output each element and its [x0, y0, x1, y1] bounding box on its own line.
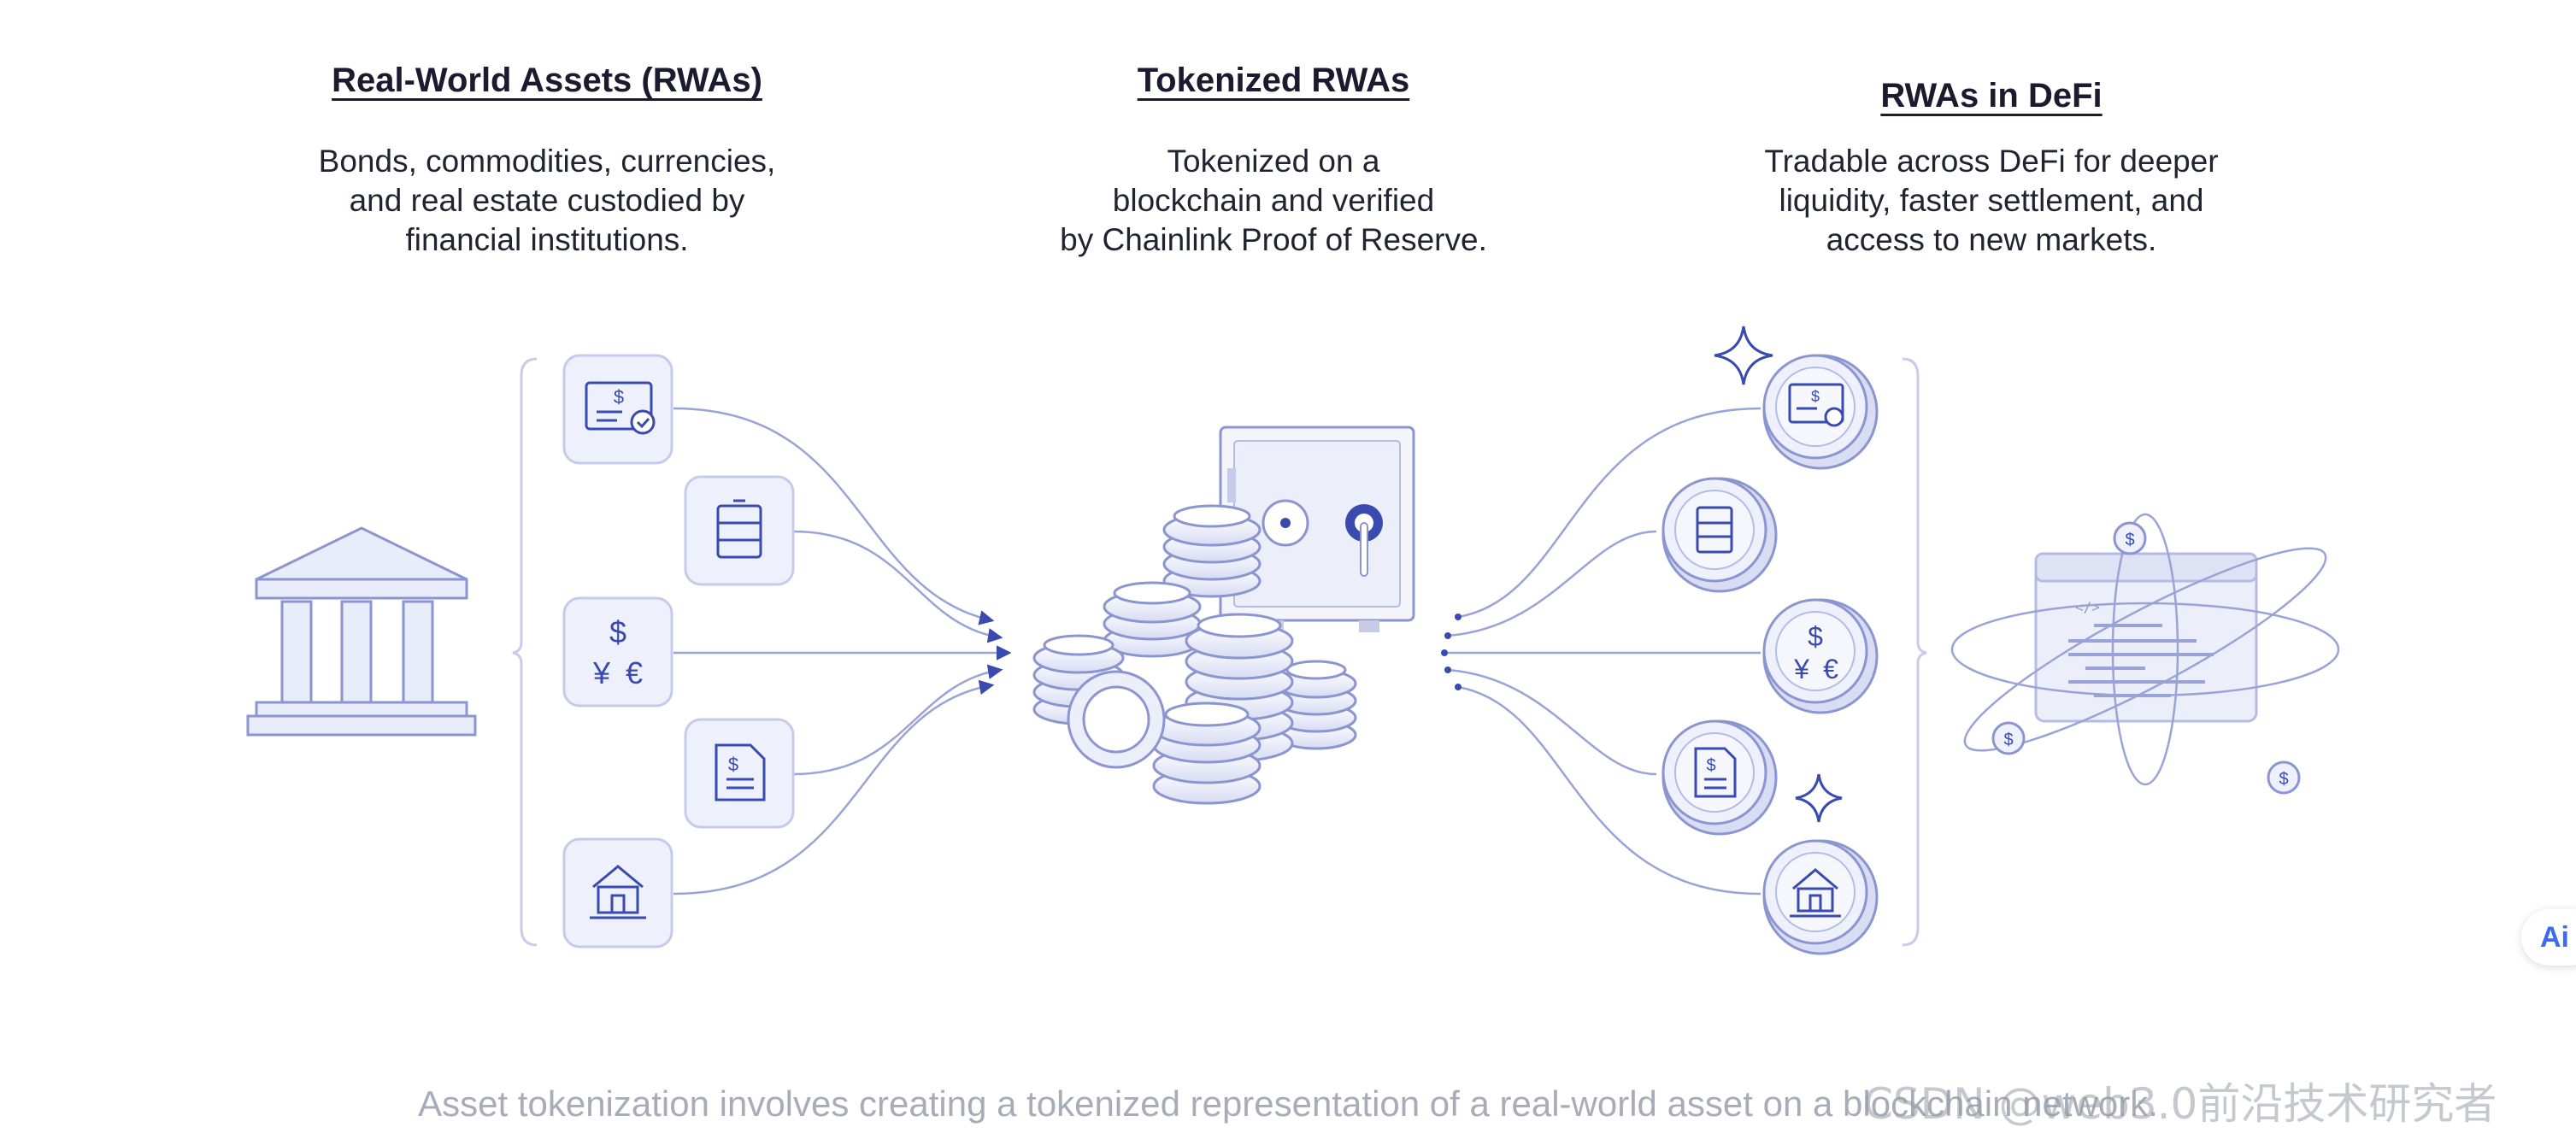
bond-certificate-icon	[1788, 383, 1844, 427]
coin-stack-icon	[1032, 504, 1357, 805]
oil-barrel-icon	[716, 499, 762, 559]
currency-dollar-glyph: $	[609, 614, 626, 649]
invoice-document-icon	[1694, 747, 1737, 798]
currency-euro-glyph: €	[626, 655, 643, 690]
col-desc-defi: Tradable across DeFi for deeper liquidit…	[1764, 144, 2219, 257]
document-dollar-glyph: $	[728, 754, 738, 775]
oil-barrel-icon	[1696, 506, 1733, 554]
sparkle-icon	[1795, 773, 1843, 823]
bond-certificate-icon	[585, 381, 656, 435]
col-title-tokenized: Tokenized RWAs	[1137, 62, 1410, 99]
bond-dollar-glyph: $	[614, 386, 624, 408]
invoice-document-icon	[715, 743, 766, 802]
bank-icon	[246, 526, 477, 737]
caption: Asset tokenization involves creating a t…	[418, 1083, 2158, 1124]
orbit-dollar-coins: $ $ $	[1991, 521, 2301, 795]
token-bond-dollar-glyph: $	[1811, 388, 1820, 405]
token-real-estate	[1762, 839, 1879, 955]
left-bracket	[512, 357, 538, 947]
token-document: $	[1661, 719, 1778, 836]
commodity-tile	[684, 475, 795, 586]
code-glyph: </>	[2075, 599, 2100, 615]
flow-lines-right	[1444, 407, 1761, 895]
ai-assistant-badge[interactable]: Ai	[2521, 909, 2576, 966]
house-icon	[590, 865, 646, 919]
dapp-window-icon: </>	[2034, 552, 2258, 723]
col-desc-rwa: Bonds, commodities, currencies, and real…	[318, 144, 776, 257]
sparkle-icon	[1714, 326, 1773, 385]
currency-tile: $ ¥ €	[562, 596, 673, 708]
real-estate-tile	[562, 837, 673, 948]
watermark: CSDN @web3.0前沿技术研究者	[1863, 1079, 2497, 1129]
token-commodity	[1661, 477, 1778, 593]
right-bracket	[1902, 357, 1927, 947]
bond-tile: $	[562, 354, 673, 465]
orbit-coin-1-glyph: $	[2125, 531, 2134, 549]
currency-icon: $ ¥ €	[592, 614, 643, 690]
flow-dots-right	[1441, 614, 1461, 690]
currency-yen-glyph: ¥	[592, 655, 611, 690]
token-euro-glyph: €	[1823, 654, 1838, 684]
token-dollar-glyph: $	[1808, 621, 1823, 652]
orbit-coin-2-glyph: $	[2003, 731, 2013, 749]
currency-icon: $ ¥ €	[1793, 621, 1838, 684]
house-icon	[1790, 868, 1841, 918]
col-title-rwa: Real-World Assets (RWAs)	[332, 62, 762, 99]
orbit-rings	[1950, 513, 2340, 786]
vault-icon	[1219, 426, 1415, 632]
col-desc-tokenized: Tokenized on a blockchain and verified b…	[1060, 144, 1487, 257]
token-currency: $ ¥ €	[1762, 598, 1879, 714]
token-yen-glyph: ¥	[1793, 654, 1809, 684]
document-tile: $	[684, 718, 795, 829]
flow-lines-left	[673, 407, 1012, 895]
token-document-dollar-glyph: $	[1706, 756, 1715, 775]
token-bond: $	[1762, 354, 1879, 470]
col-title-defi: RWAs in DeFi	[1880, 77, 2103, 114]
orbit-coin-3-glyph: $	[2279, 770, 2288, 789]
